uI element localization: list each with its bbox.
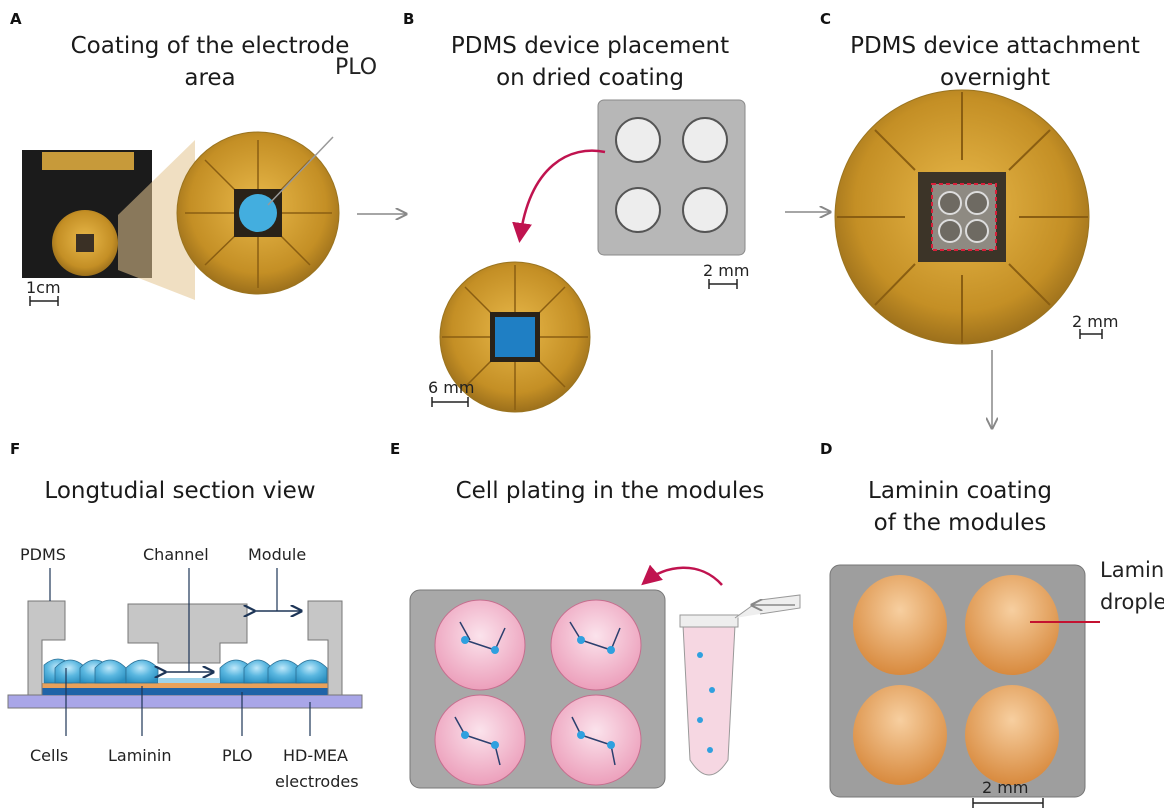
panel-a-title-line1: Coating of the electrode [70, 33, 350, 59]
panel-c-graphics [834, 89, 1103, 428]
plo-coating-drop [239, 194, 277, 232]
panel-b-title-line2: on dried coating [496, 65, 684, 91]
panel-c-title-line2: overnight [939, 65, 1051, 91]
dried-plo-coating [495, 317, 535, 357]
placement-arrow [512, 149, 606, 243]
pdms-device [597, 99, 746, 256]
laminin-layer [42, 683, 328, 688]
plo-label: PLO [335, 55, 378, 80]
pdms-right-wall [307, 600, 343, 696]
label-module: Module [248, 545, 307, 564]
pdms-center-block [127, 603, 248, 664]
scale-6mm: 6 mm [428, 378, 475, 397]
label-hdmea-line1: HD-MEA [283, 746, 348, 765]
panel-letter-c: C [820, 10, 832, 28]
scale-1cm: 1cm [26, 278, 61, 297]
panel-f-title: Longtudial section view [44, 478, 316, 504]
pdms-left-wall [27, 600, 66, 696]
label-pdms: PDMS [20, 545, 66, 564]
panel-d-title-line2: of the modules [873, 510, 1047, 536]
label-hdmea-line2: electrodes [275, 772, 359, 791]
tube [682, 624, 736, 776]
panel-letter-f: F [10, 440, 21, 458]
hd-mea-base [7, 694, 363, 709]
panel-letter-b: B [403, 10, 415, 28]
panel-f-section-diagram [7, 568, 363, 736]
cells [43, 658, 328, 684]
panel-a-graphics [22, 131, 406, 306]
laminin-droplets-label-line1: Laminin [1100, 558, 1164, 582]
panel-b-title-line1: PDMS device placement [450, 33, 730, 59]
panel-b-graphics [431, 99, 830, 413]
label-plo: PLO [222, 746, 253, 765]
scale-2mm-device: 2 mm [703, 261, 750, 280]
panel-letter-d: D [820, 440, 833, 458]
laminin-droplets-label-line2: droplets [1100, 590, 1164, 614]
panel-d-title-line1: Laminin coating [868, 478, 1052, 504]
plating-arrow [641, 564, 723, 586]
panel-c-title-line1: PDMS device attachment [850, 33, 1140, 59]
panel-e-graphics [409, 564, 801, 789]
label-channel: Channel [143, 545, 209, 564]
zoom-cone [118, 140, 195, 300]
plo-layer [42, 688, 328, 695]
scale-2mm-d: 2 mm [982, 778, 1029, 797]
label-cells: Cells [30, 746, 69, 765]
panel-letter-e: E [390, 440, 401, 458]
panel-a-title-line2: area [184, 65, 236, 91]
panel-e-title: Cell plating in the modules [455, 478, 765, 504]
panel-d-graphics [829, 564, 1100, 808]
scale-2mm-c: 2 mm [1072, 312, 1119, 331]
panel-letter-a: A [10, 10, 22, 28]
label-laminin: Laminin [108, 746, 172, 765]
